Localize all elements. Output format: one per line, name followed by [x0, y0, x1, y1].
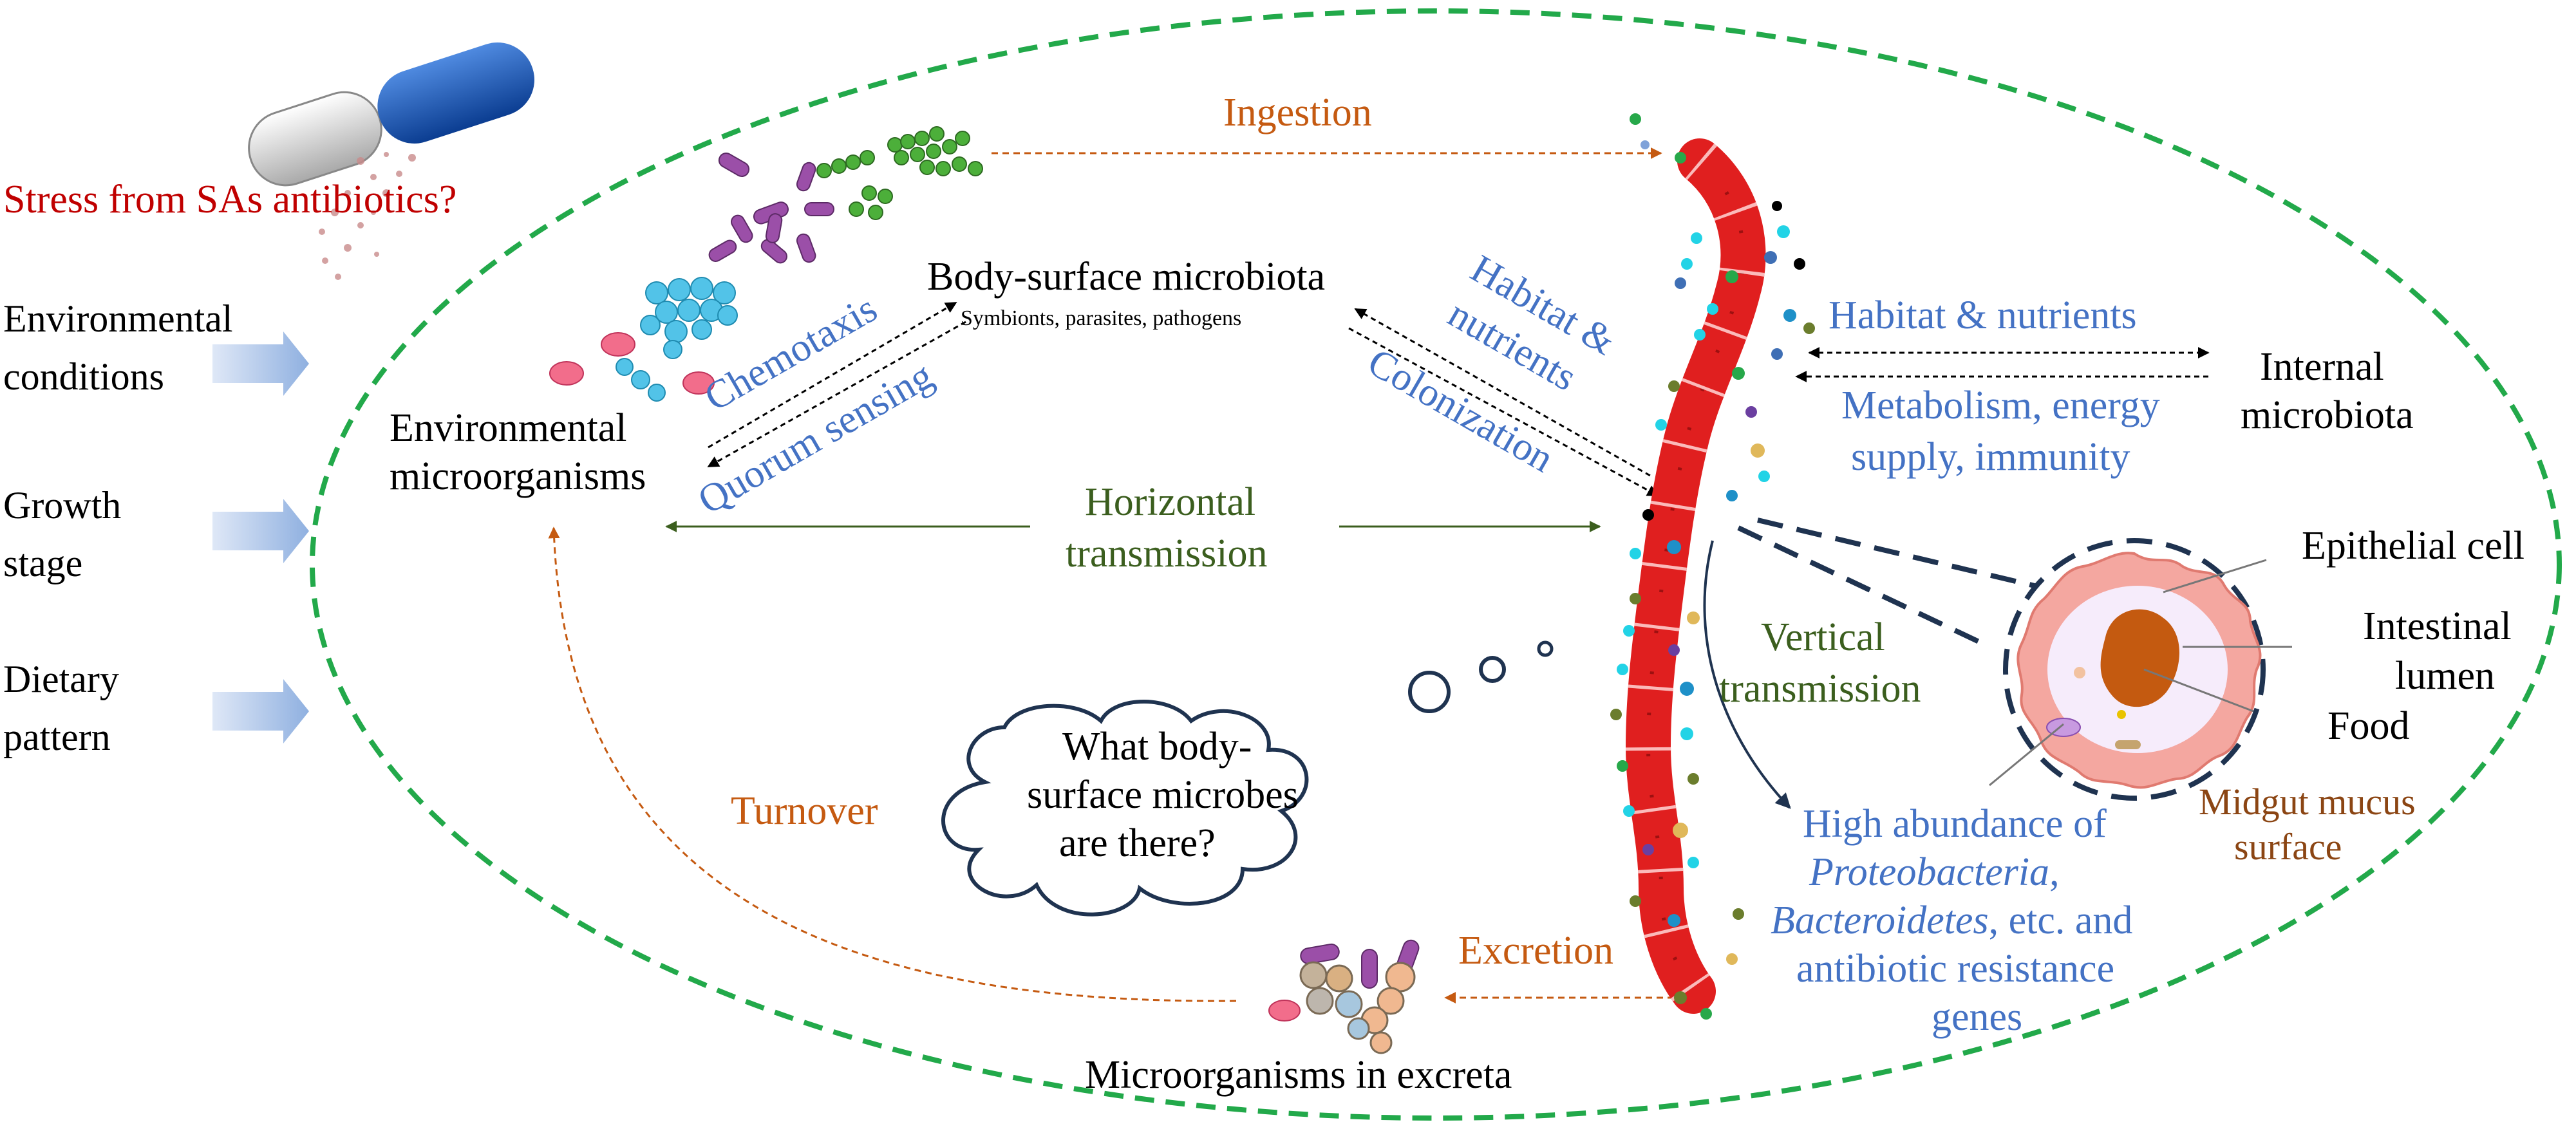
gut-cross-section	[2003, 538, 2266, 801]
excreta-microbes-icon	[1268, 939, 1420, 1054]
thought-line3: are there?	[1059, 821, 1216, 865]
result-bacteroidetes: Bacteroidetes	[1771, 899, 1989, 942]
vertical-arrow	[1703, 540, 1791, 809]
thought-cloud	[941, 640, 1554, 917]
result-line4: antibiotic resistance	[1796, 947, 2114, 991]
factor-growth-arrow	[212, 499, 309, 563]
result-line1: High abundance of	[1803, 802, 2107, 846]
chemotaxis-arrow	[708, 301, 957, 449]
factor-env-line1: Environmental	[3, 297, 233, 340]
metabolism-line1: Metabolism, energy	[1841, 384, 2160, 427]
result-line5: genes	[1932, 995, 2022, 1039]
habitat-diag-arrow	[1354, 308, 1652, 478]
ingestion-label: Ingestion	[1223, 91, 1372, 135]
vertical-line2: transmission	[1719, 667, 1921, 711]
colonization-arrow	[1348, 327, 1659, 497]
horizontal-line2: transmission	[1066, 532, 1267, 575]
turnover-arrow	[548, 527, 1237, 1002]
zoom-line-top	[1757, 518, 2035, 588]
system-boundary	[310, 8, 2562, 1121]
body-surface-subtitle: Symbionts, parasites, pathogens	[961, 306, 1241, 330]
factor-env-arrow	[212, 331, 309, 396]
capsule-icon	[248, 42, 535, 280]
excretion-label: Excretion	[1458, 929, 1613, 973]
environmental-microbes-icon	[549, 126, 983, 402]
factor-env-line2: conditions	[3, 355, 164, 398]
lumen-line1: Intestinal	[2363, 604, 2512, 648]
result-line3: Bacteroidetes, etc. and	[1771, 899, 2132, 942]
env-micro-line1: Environmental	[390, 406, 626, 450]
factor-growth-line1: Growth	[3, 484, 121, 527]
stress-label: Stress from SAs antibiotics?	[3, 178, 456, 221]
earthworm-icon	[1610, 113, 1815, 1020]
excreta-label: Microorganisms in excreta	[1085, 1053, 1512, 1097]
food-leader	[2143, 668, 2254, 713]
zoom-line-bottom	[1737, 525, 1984, 646]
lumen-line2: lumen	[2395, 654, 2495, 698]
mucus-leader	[1989, 723, 2064, 787]
internal-line1: Internal	[2260, 345, 2384, 389]
factor-growth-line2: stage	[3, 542, 82, 584]
metabolism-line2: supply, immunity	[1851, 435, 2130, 479]
env-micro-line2: microorganisms	[390, 454, 646, 498]
epithelial-label: Epithelial cell	[2302, 524, 2524, 568]
thought-line2: surface microbes	[1027, 773, 1299, 817]
quorum-arrow	[707, 321, 966, 468]
factor-diet-line2: pattern	[3, 716, 111, 758]
thought-line1: What body-	[1062, 725, 1252, 769]
mucus-line1: Midgut mucus	[2199, 781, 2416, 823]
factor-diet-arrow	[212, 679, 309, 743]
result-line2-rest: ,	[2049, 850, 2060, 894]
food-label: Food	[2327, 704, 2409, 748]
result-line3-rest: , etc. and	[1989, 899, 2133, 942]
result-proteobacteria: Proteobacteria	[1809, 850, 2049, 894]
internal-line2: microbiota	[2241, 393, 2414, 437]
body-surface-title: Body-surface microbiota	[927, 255, 1325, 299]
result-line2: Proteobacteria,	[1809, 850, 2060, 894]
mucus-line2: surface	[2234, 826, 2342, 868]
vertical-line1: Vertical	[1761, 615, 1885, 659]
internal-habitat-label: Habitat & nutrients	[1829, 294, 2137, 337]
factor-diet-line1: Dietary	[3, 658, 119, 700]
epithelial-leader	[2163, 559, 2267, 593]
horizontal-line1: Horizontal	[1085, 480, 1255, 524]
turnover-label: Turnover	[731, 789, 878, 833]
